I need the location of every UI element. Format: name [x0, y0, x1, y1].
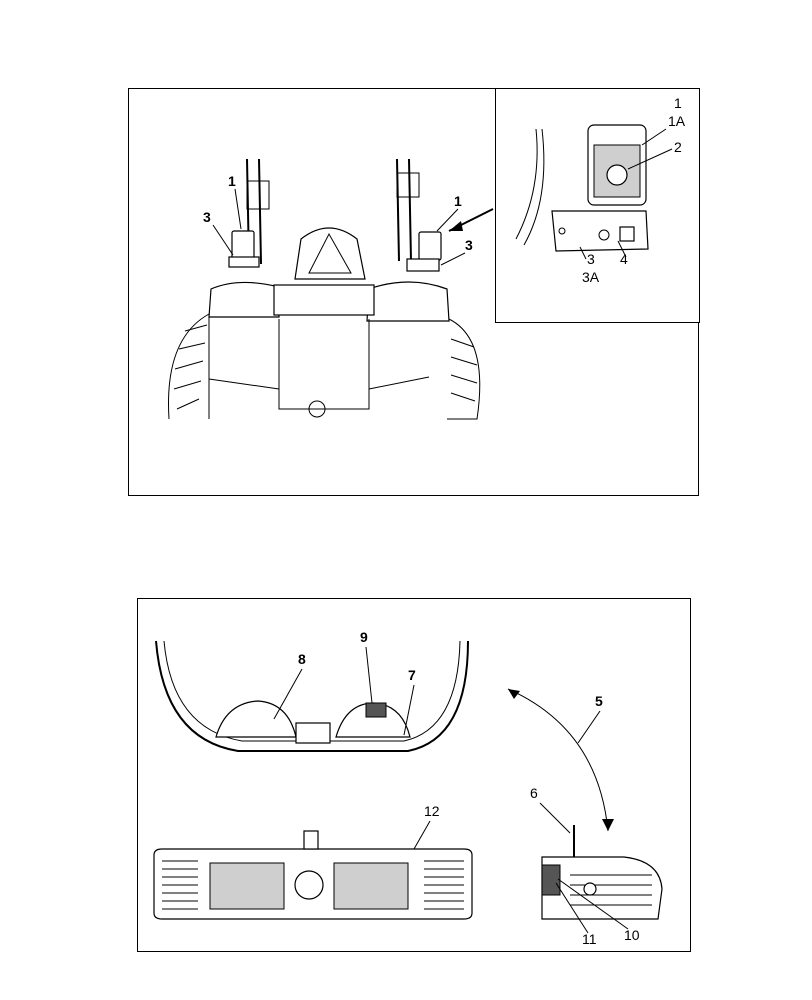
inset-callout-lamp-alt: 1A — [668, 112, 686, 129]
side-headlamp — [541, 856, 663, 920]
grille-left-opening — [209, 862, 285, 910]
callout-right-bracket: 3 — [465, 237, 473, 253]
headlamp-figure: 5 6 7 8 9 10 11 12 — [137, 598, 691, 952]
headlamp-illustration — [153, 640, 663, 920]
left-lamp-bracket — [228, 256, 260, 268]
left-headlamp — [215, 700, 297, 738]
inset-callout-bulb: 2 — [674, 138, 682, 155]
bulb — [606, 163, 628, 186]
callout-left-bracket: 3 — [203, 209, 211, 225]
inset-callout-bracket-alt: 3A — [582, 268, 600, 285]
callout-right-lamp: 1 — [454, 193, 462, 209]
callout-swing: 5 — [595, 693, 603, 709]
callout-screw: 10 — [624, 927, 640, 943]
callout-headlamp: 8 — [298, 651, 306, 667]
lamp-detail-inset: 1 1A 2 3 3A 4 — [495, 87, 700, 323]
callout-connector: 9 — [360, 629, 368, 645]
callout-clip: 6 — [530, 785, 538, 801]
callout-housing: 7 — [408, 667, 416, 683]
callout-nut: 11 — [582, 931, 597, 947]
callout-grille: 12 — [424, 803, 440, 819]
grille-right-opening — [333, 862, 409, 910]
inset-callout-socket: 4 — [620, 250, 628, 267]
inset-callout-lamp: 1 — [674, 94, 682, 111]
tractor-rear-illustration — [168, 158, 481, 420]
inset-leader-lines — [579, 128, 673, 259]
rear-work-lamp-figure: 1 3 1 3 1 1A 2 3 3A 4 — [128, 87, 700, 496]
callout-left-lamp: 1 — [228, 173, 236, 189]
right-lamp-bracket — [406, 258, 440, 272]
swing-arc — [507, 688, 609, 832]
headlamp-housing-frame — [155, 640, 469, 752]
top-leader-lines — [212, 188, 494, 266]
lamp-detail-illustration — [515, 123, 649, 252]
inset-callout-bracket: 3 — [587, 250, 595, 267]
bottom-leader-lines — [273, 646, 629, 934]
connector — [365, 702, 387, 718]
